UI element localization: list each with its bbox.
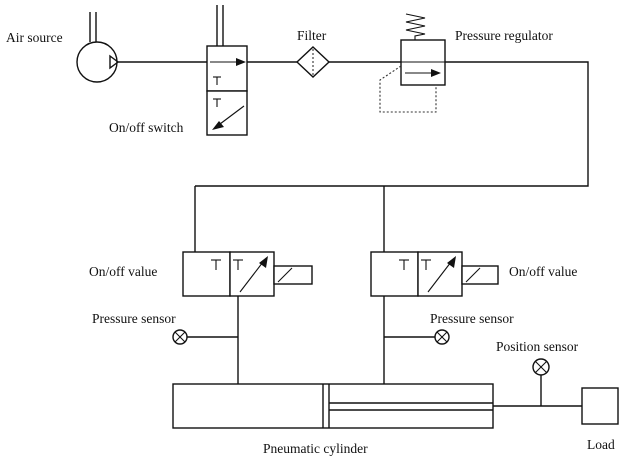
label-position-sensor: Position sensor: [496, 339, 579, 354]
label-pressure-sensor-left: Pressure sensor: [92, 311, 176, 326]
pressure-sensor-right-symbol: [384, 329, 450, 345]
pressure-sensor-left-symbol: [172, 329, 238, 345]
air-source-symbol: [76, 12, 120, 83]
left-valve-symbol: [182, 251, 313, 297]
label-pressure-regulator: Pressure regulator: [455, 28, 553, 43]
pressure-regulator-symbol: [379, 13, 446, 113]
position-sensor-symbol: [532, 358, 550, 406]
label-load: Load: [587, 437, 615, 452]
label-filter: Filter: [297, 28, 327, 43]
label-onoff-switch: On/off switch: [109, 120, 184, 135]
label-onoff-valve-left: On/off value: [89, 264, 157, 279]
load-box: [581, 387, 619, 425]
label-air-source: Air source: [6, 30, 63, 45]
main-supply-line: [195, 61, 589, 187]
right-valve-symbol: [370, 251, 499, 297]
label-pressure-sensor-right: Pressure sensor: [430, 311, 514, 326]
pneumatic-cylinder-symbol: [172, 383, 494, 429]
label-onoff-valve-right: On/off value: [509, 264, 577, 279]
onoff-switch-symbol: [206, 5, 248, 136]
filter-symbol: [295, 46, 331, 78]
label-pneumatic-cylinder: Pneumatic cylinder: [263, 441, 368, 456]
